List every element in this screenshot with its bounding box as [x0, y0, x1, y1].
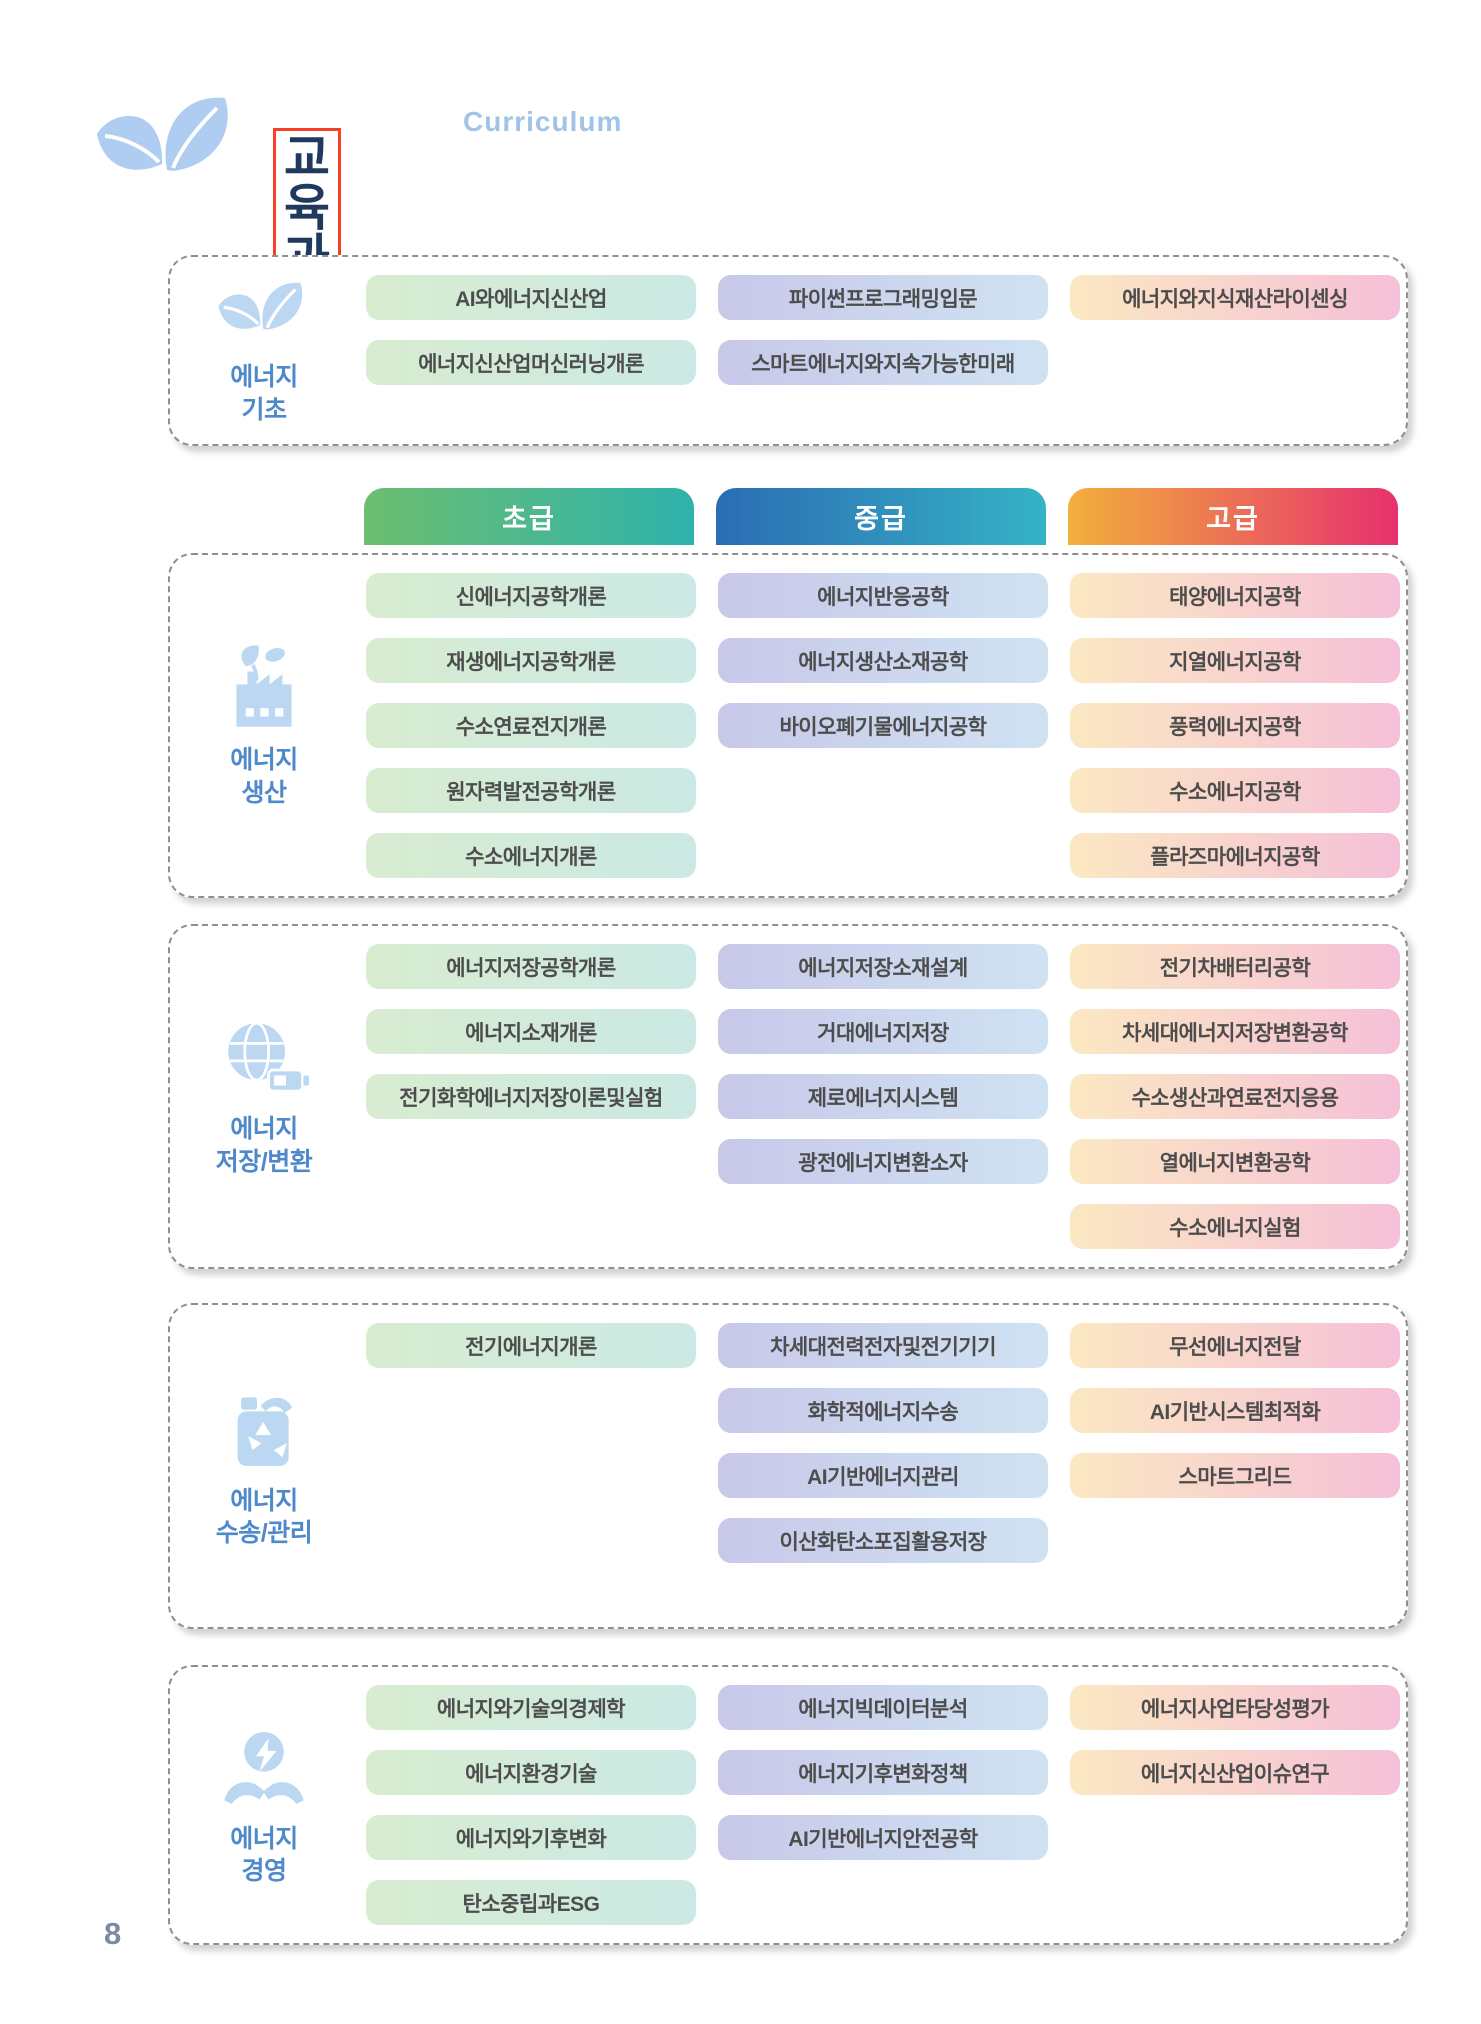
leaf-logo-icon: [93, 86, 243, 204]
course-pill: 수소연료전지개론: [366, 703, 696, 748]
course-pill: 에너지빅데이터분석: [718, 1685, 1048, 1730]
course-pill: AI기반시스템최적화: [1070, 1388, 1400, 1433]
course-pill: 지열에너지공학: [1070, 638, 1400, 683]
course-pill: 전기화학에너지저장이론및실험: [366, 1074, 696, 1119]
section-label: 에너지 생산: [230, 746, 298, 807]
course-pill: AI기반에너지안전공학: [718, 1815, 1048, 1860]
hands-energy-icon: [219, 1723, 309, 1813]
course-pill: 파이썬프로그래밍입문: [718, 275, 1048, 320]
section-label-cell: 에너지 기초: [184, 275, 344, 426]
course-pill: 수소에너지공학: [1070, 768, 1400, 813]
section-label-cell: 에너지 생산: [184, 573, 344, 878]
course-pill: 에너지와지식재산라이센싱: [1070, 275, 1400, 320]
beginner-course-column: 전기에너지개론: [366, 1323, 696, 1368]
course-pill: 광전에너지변환소자: [718, 1139, 1048, 1184]
course-pill: 스마트에너지와지속가능한미래: [718, 340, 1048, 385]
course-pill: 에너지저장소재설계: [718, 944, 1048, 989]
level-header-row: 초급 중급 고급: [168, 488, 1408, 545]
course-pill: 수소생산과연료전지응용: [1070, 1074, 1400, 1119]
course-pill: 전기에너지개론: [366, 1323, 696, 1368]
eyebrow-label: Curriculum: [463, 106, 623, 137]
course-pill: 스마트그리드: [1070, 1453, 1400, 1498]
section-label: 에너지 기초: [230, 363, 298, 424]
course-pill: 에너지생산소재공학: [718, 638, 1048, 683]
level-header-spacer: [182, 488, 342, 545]
course-pill: 에너지와기술의경제학: [366, 1685, 696, 1730]
course-pill: 에너지사업타당성평가: [1070, 1685, 1400, 1730]
section-label-cell: 에너지 수송/관리: [184, 1323, 344, 1609]
course-pill: 태양에너지공학: [1070, 573, 1400, 618]
course-pill: AI와에너지신산업: [366, 275, 696, 320]
course-pill: 무선에너지전달: [1070, 1323, 1400, 1368]
course-pill: 화학적에너지수송: [718, 1388, 1048, 1433]
level-tab-advanced: 고급: [1068, 488, 1398, 545]
course-pill: 전기차배터리공학: [1070, 944, 1400, 989]
course-pill: 에너지반응공학: [718, 573, 1048, 618]
course-pill: 이산화탄소포집활용저장: [718, 1518, 1048, 1563]
course-pill: 제로에너지시스템: [718, 1074, 1048, 1119]
section-label-cell: 에너지 경영: [184, 1685, 344, 1925]
section-label: 에너지 수송/관리: [215, 1486, 313, 1548]
course-pill: 에너지와기후변화: [366, 1815, 696, 1860]
fuel-can-recycle-icon: [220, 1383, 308, 1475]
course-pill: 차세대에너지저장변환공학: [1070, 1009, 1400, 1054]
page-number: 8: [104, 1916, 122, 1951]
course-pill: 수소에너지개론: [366, 833, 696, 878]
course-pill: 에너지신산업머신러닝개론: [366, 340, 696, 385]
section-label-cell: 에너지 저장/변환: [184, 944, 344, 1249]
course-pill: 신에너지공학개론: [366, 573, 696, 618]
section-label: 에너지 저장/변환: [215, 1115, 313, 1176]
course-pill: 에너지신산업이슈연구: [1070, 1750, 1400, 1795]
course-pill: 에너지소재개론: [366, 1009, 696, 1054]
level-tab-intermediate: 중급: [716, 488, 1046, 545]
course-pill: 재생에너지공학개론: [366, 638, 696, 683]
globe-battery-icon: [218, 1015, 310, 1103]
leaf-icon: [216, 275, 312, 351]
factory-leaf-icon: [218, 642, 310, 734]
course-pill: 탄소중립과ESG: [366, 1880, 696, 1925]
course-pill: 차세대전력전자및전기기기: [718, 1323, 1048, 1368]
section-label: 에너지 경영: [230, 1824, 298, 1886]
course-pill: 에너지환경기술: [366, 1750, 696, 1795]
course-pill: 에너지저장공학개론: [366, 944, 696, 989]
course-pill: 열에너지변환공학: [1070, 1139, 1400, 1184]
course-pill: 원자력발전공학개론: [366, 768, 696, 813]
course-pill: 수소에너지실험: [1070, 1204, 1400, 1249]
course-pill: 바이오폐기물에너지공학: [718, 703, 1048, 748]
course-pill: 거대에너지저장: [718, 1009, 1048, 1054]
course-pill: 에너지기후변화정책: [718, 1750, 1048, 1795]
level-tab-beginner: 초급: [364, 488, 694, 545]
advanced-course-column: 에너지와지식재산라이센싱: [1070, 275, 1400, 320]
course-pill: 풍력에너지공학: [1070, 703, 1400, 748]
course-pill: 플라즈마에너지공학: [1070, 833, 1400, 878]
course-pill: AI기반에너지관리: [718, 1453, 1048, 1498]
